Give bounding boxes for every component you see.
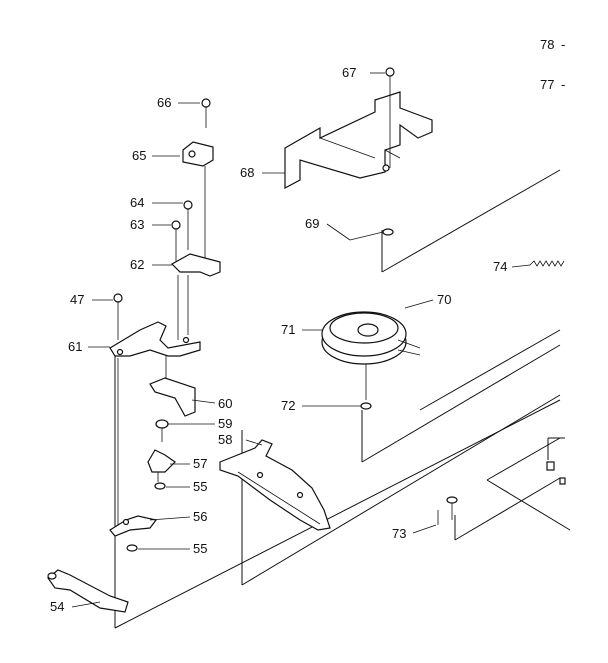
label-78-tick: -: [561, 37, 565, 52]
screw-67: [385, 67, 395, 168]
label-77-tick: -: [561, 77, 565, 92]
base-plate-outline: [114, 169, 571, 629]
part-58-slide: [219, 439, 331, 531]
label-78: 78: [540, 37, 554, 52]
label-66: 66: [157, 95, 171, 110]
label-56: 56: [193, 509, 207, 524]
label-70: 70: [437, 292, 451, 307]
screw-47: [113, 293, 123, 340]
label-71: 71: [281, 322, 295, 337]
part-59-roller: [155, 419, 169, 442]
label-47: 47: [70, 292, 84, 307]
label-64: 64: [130, 195, 144, 210]
part-57-link: [147, 449, 176, 482]
part-62-bracket: [171, 253, 221, 340]
label-57: 57: [193, 456, 207, 471]
label-54: 54: [50, 599, 64, 614]
label-72: 72: [281, 398, 295, 413]
right-small-blocks: [546, 461, 566, 485]
part-68-bracket: [284, 91, 433, 189]
label-60: 60: [218, 396, 232, 411]
label-63: 63: [130, 217, 144, 232]
label-65: 65: [132, 148, 146, 163]
label-61: 61: [68, 339, 82, 354]
part-69-post: [349, 228, 394, 241]
label-59: 59: [218, 416, 232, 431]
label-55-upper: 55: [193, 479, 207, 494]
part-71-pulley: [321, 311, 421, 400]
part-73-post: [437, 496, 458, 525]
label-58: 58: [218, 432, 232, 447]
label-62: 62: [130, 257, 144, 272]
part-60-lever: [149, 356, 196, 417]
part-56-arm: [109, 515, 158, 537]
label-68: 68: [240, 165, 254, 180]
label-69: 69: [305, 216, 319, 231]
screw-63: [171, 220, 181, 262]
part-74-spring: [529, 260, 565, 267]
label-73: 73: [392, 526, 406, 541]
label-77: 77: [540, 77, 554, 92]
label-55-lower: 55: [193, 541, 207, 556]
leader-lines: [71, 72, 531, 608]
label-67: 67: [342, 65, 356, 80]
washer-55-upper: [154, 482, 166, 490]
screw-64: [183, 200, 193, 250]
part-65-block: [182, 141, 214, 258]
washer-55-lower: [126, 544, 138, 552]
part-54-bracket: [47, 569, 129, 613]
label-74: 74: [493, 259, 507, 274]
part-labels: 78 - 77 - 67 66 65 68 64 63 69 62 74 47 …: [50, 37, 565, 614]
washer-72: [360, 402, 372, 410]
part-61-plate: [109, 321, 201, 530]
screw-66: [201, 98, 211, 128]
